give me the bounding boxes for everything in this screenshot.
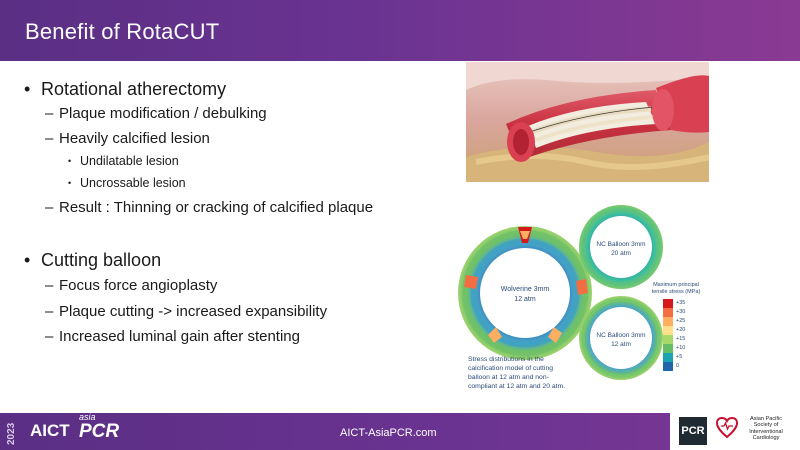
legend-swatch bbox=[663, 317, 673, 326]
subbullet-luminal-gain: –Increased luminal gain after stenting bbox=[45, 328, 300, 345]
subbullet-text: Plaque modification / debulking bbox=[59, 105, 267, 122]
subbullet-text: Plaque cutting -> increased expansibilit… bbox=[59, 303, 328, 320]
legend-title-1: Maximum principal bbox=[653, 282, 699, 288]
apsic-line: Asian Pacific bbox=[749, 416, 783, 422]
legend-tick-label: +25 bbox=[676, 318, 685, 324]
pcr-badge: PCR bbox=[679, 417, 707, 445]
nc20-label-2: 20 atm bbox=[611, 250, 631, 257]
legend-swatch bbox=[663, 299, 673, 308]
subbullet-plaque-modification: –Plaque modification / debulking bbox=[45, 105, 267, 122]
dash-icon: – bbox=[45, 328, 54, 345]
asia-logo-text: asia bbox=[79, 412, 96, 422]
subbullet-heavily-calcified: –Heavily calcified lesion bbox=[45, 130, 210, 147]
dash-icon: – bbox=[45, 105, 54, 122]
aict-logo: AICT bbox=[30, 421, 70, 440]
title-bar: Benefit of RotaCUT bbox=[0, 0, 800, 61]
subsubbullet-text: Undilatable lesion bbox=[80, 154, 179, 168]
stress-figure-svg: Wolverine 3mm 12 atm NC Balloon 3mm 20 a… bbox=[458, 205, 701, 390]
subbullet-focus-force: –Focus force angioplasty bbox=[45, 277, 217, 294]
legend-swatch bbox=[663, 362, 673, 371]
subsubbullet-uncrossable: • Uncrossable lesion bbox=[68, 176, 186, 190]
dash-icon: – bbox=[45, 199, 54, 216]
nc20-label-1: NC Balloon 3mm bbox=[596, 241, 645, 248]
bullet-rotational-atherectomy: • Rotational atherectomy bbox=[24, 79, 226, 100]
legend-color-scale bbox=[663, 299, 673, 371]
caption-line-2: calcification model of cutting bbox=[468, 365, 553, 372]
year-label: 2023 bbox=[6, 422, 17, 445]
caption-line-1: Stress distributions in the bbox=[468, 356, 544, 363]
bullet-dot-icon: • bbox=[24, 250, 31, 270]
legend-tick-label: +5 bbox=[676, 354, 682, 360]
artery-illustration-svg bbox=[466, 62, 709, 182]
legend-tick-labels: +35 +30 +25 +20 +15 +10 +5 0 bbox=[676, 300, 685, 369]
artery-illustration bbox=[466, 62, 709, 182]
legend-swatch bbox=[663, 344, 673, 353]
apsic-heart-icon bbox=[716, 417, 738, 439]
apsic-line: Society of bbox=[753, 422, 779, 429]
subbullet-result: –Result : Thinning or cracking of calcif… bbox=[45, 199, 373, 216]
subbullet-plaque-cutting: –Plaque cutting -> increased expansibili… bbox=[45, 303, 327, 320]
legend-tick-label: +30 bbox=[676, 309, 685, 315]
slide-title: Benefit of RotaCUT bbox=[25, 19, 220, 44]
subsubbullet-text: Uncrossable lesion bbox=[80, 176, 186, 190]
wolverine-label-1: Wolverine 3mm bbox=[501, 286, 550, 293]
subbullet-text: Heavily calcified lesion bbox=[59, 130, 210, 147]
nc12-label-2: 12 atm bbox=[611, 341, 631, 348]
nc12-label-1: NC Balloon 3mm bbox=[596, 332, 645, 339]
dash-icon: – bbox=[45, 277, 54, 294]
apsic-line: Interventional bbox=[749, 428, 783, 435]
wolverine-label-2: 12 atm bbox=[514, 296, 536, 303]
caption-line-3: balloon at 12 atm and non- bbox=[468, 374, 549, 381]
bullet-dot-icon: • bbox=[68, 178, 72, 188]
pcr-logo-text: PCR bbox=[79, 421, 120, 442]
legend-tick-label: +35 bbox=[676, 300, 685, 306]
legend-tick-label: +15 bbox=[676, 336, 685, 342]
subbullet-text: Focus force angioplasty bbox=[59, 277, 218, 294]
bullet-dot-icon: • bbox=[24, 79, 31, 99]
subsubbullet-undilatable: • Undilatable lesion bbox=[68, 154, 179, 168]
apsic-logo-text: Asian Pacific Society of Interventional … bbox=[737, 416, 795, 442]
legend-tick-label: +20 bbox=[676, 327, 685, 333]
bullet-text: Rotational atherectomy bbox=[41, 79, 227, 99]
footer-url[interactable]: AICT-AsiaPCR.com bbox=[340, 427, 437, 439]
legend-swatch bbox=[663, 308, 673, 317]
bullet-dot-icon: • bbox=[68, 156, 72, 166]
legend-title-2: tensile stress (MPa) bbox=[652, 289, 701, 295]
legend-swatch bbox=[663, 353, 673, 362]
dash-icon: – bbox=[45, 303, 54, 320]
apsic-line: Cardiology bbox=[752, 435, 780, 442]
legend-swatch bbox=[663, 335, 673, 344]
dash-icon: – bbox=[45, 130, 54, 147]
bullet-cutting-balloon: • Cutting balloon bbox=[24, 250, 161, 271]
legend-tick-label: 0 bbox=[676, 363, 679, 369]
caption-line-4: compliant at 12 atm and 20 atm. bbox=[468, 383, 565, 390]
subbullet-text: Increased luminal gain after stenting bbox=[59, 328, 300, 345]
subbullet-text: Result : Thinning or cracking of calcifi… bbox=[59, 199, 374, 216]
legend-swatch bbox=[663, 326, 673, 335]
footer-bar bbox=[0, 413, 800, 450]
stress-figure: Wolverine 3mm 12 atm NC Balloon 3mm 20 a… bbox=[458, 205, 703, 400]
legend-tick-label: +10 bbox=[676, 345, 685, 351]
bullet-text: Cutting balloon bbox=[41, 250, 162, 270]
